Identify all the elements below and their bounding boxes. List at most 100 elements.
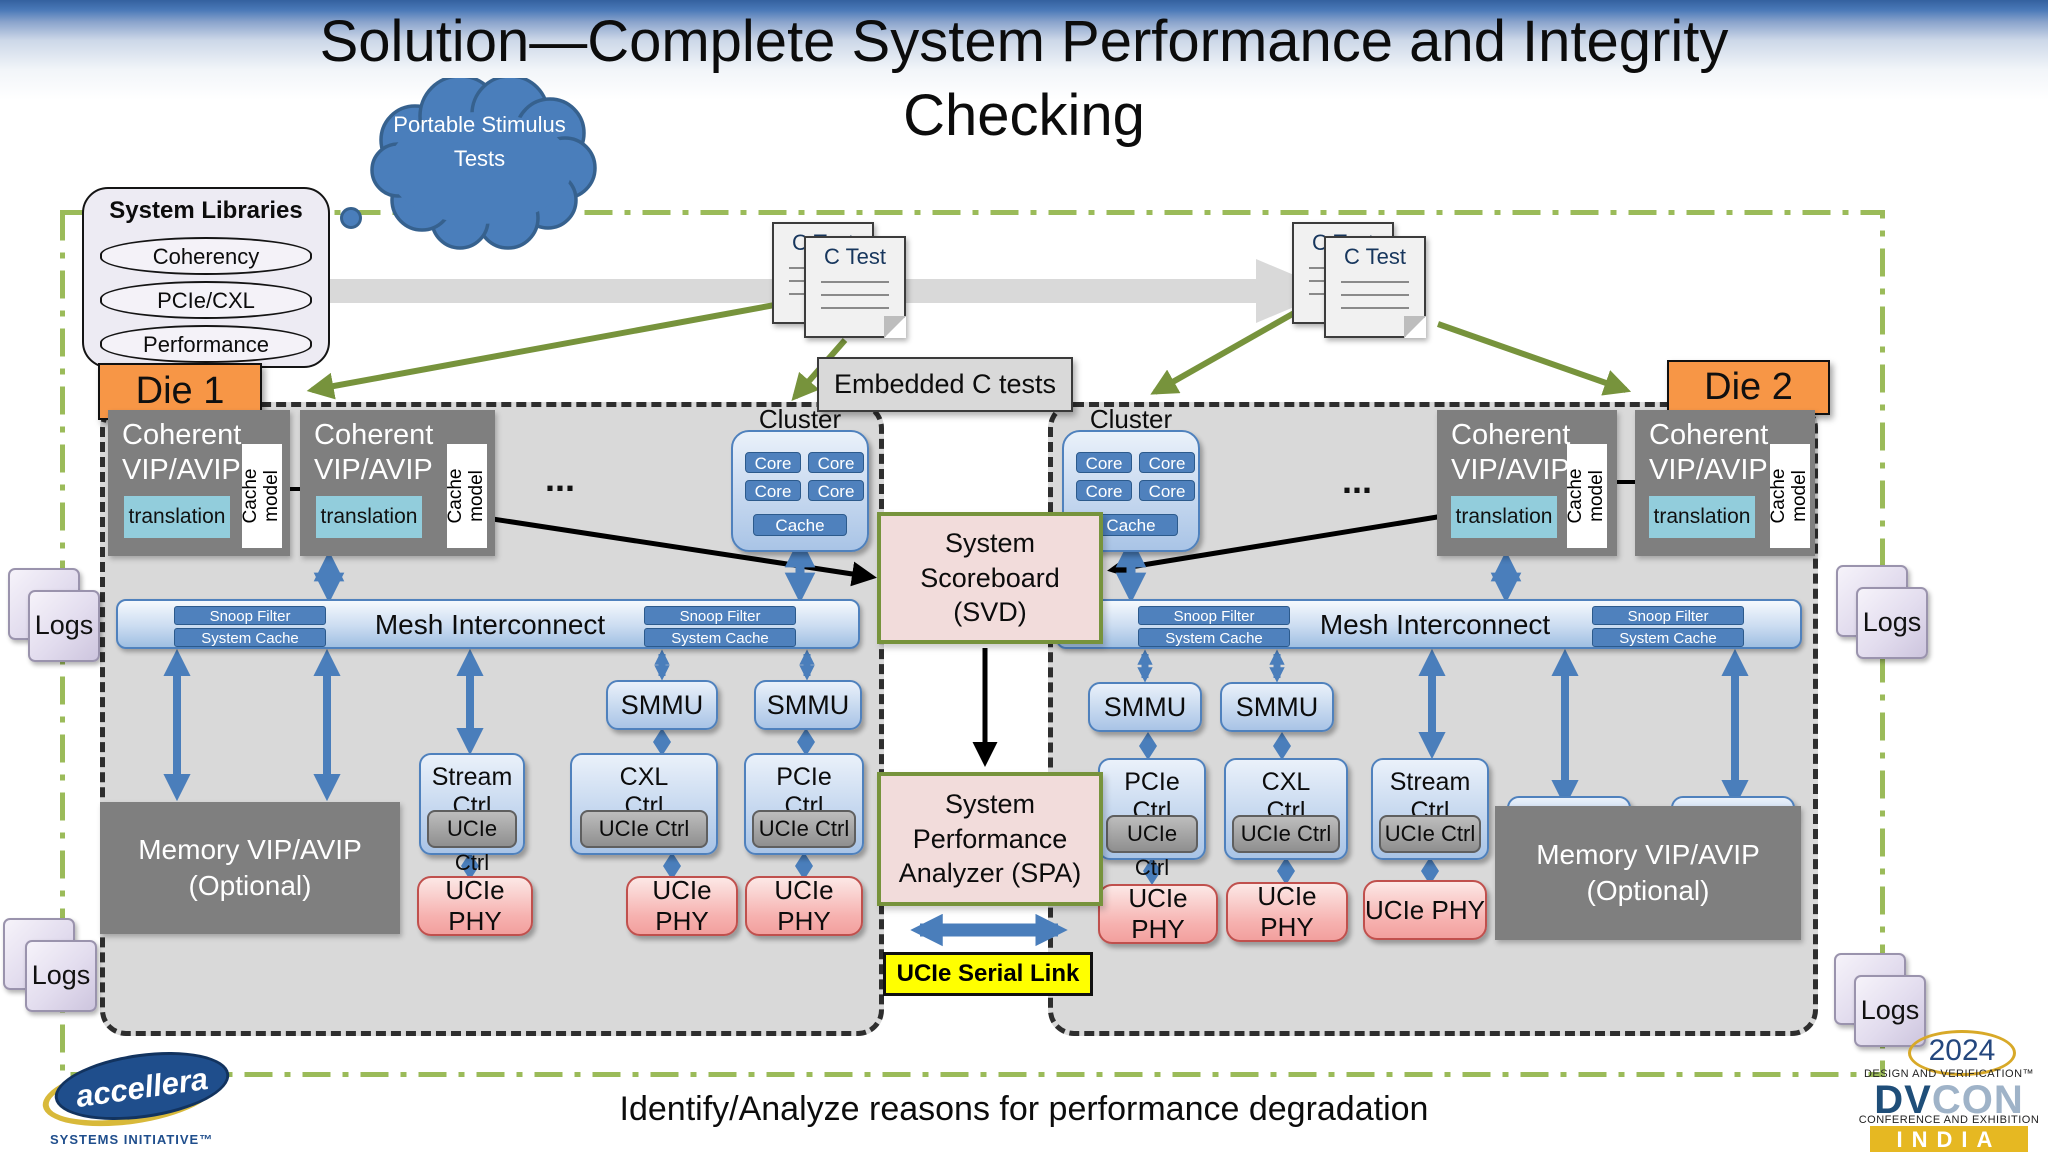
core-block: Core bbox=[1076, 452, 1132, 473]
cache-model-strip bbox=[242, 444, 282, 548]
doc-line bbox=[821, 281, 889, 283]
thought-bubble-icon bbox=[340, 207, 362, 229]
ucie-ctrl-block: UCIe Ctrl bbox=[752, 810, 856, 848]
dog-ear-icon bbox=[884, 316, 906, 338]
connector-diamond bbox=[797, 728, 815, 756]
connector-diamond bbox=[1273, 732, 1291, 760]
core-block: Core bbox=[808, 480, 864, 501]
dvcon-con: CON bbox=[1931, 1078, 2024, 1122]
thought-cloud-icon bbox=[370, 78, 597, 250]
dvcon-wordmark: DVCON bbox=[1858, 1080, 2040, 1120]
memory-vip-block: Memory VIP/AVIP (Optional) bbox=[1495, 806, 1801, 940]
system-cache-block: System Cache bbox=[174, 628, 326, 647]
black-arrow-die2-to-scoreboard bbox=[1107, 507, 1481, 580]
translation-block: translation bbox=[316, 496, 422, 538]
c-test-doc-front: C Test bbox=[804, 236, 906, 338]
green-arrow-to-cluster2 bbox=[1150, 309, 1298, 395]
ucie-phy-block: UCIe PHY bbox=[626, 875, 738, 936]
system-cache-block: System Cache bbox=[1138, 628, 1290, 647]
logs-icon: Logs bbox=[25, 940, 97, 1012]
c-test-doc-title: C Test bbox=[1344, 244, 1406, 269]
connector-diamond bbox=[653, 728, 671, 756]
ucie-ctrl-block: UCIe Ctrl bbox=[1232, 815, 1340, 853]
mesh-interconnect-label: Mesh Interconnect bbox=[374, 609, 606, 640]
connector-diamond bbox=[663, 852, 681, 880]
dvcon-tagline-top: DESIGN AND VERIFICATION™ bbox=[1863, 1068, 2035, 1080]
footer-text: Identify/Analyze reasons for performance… bbox=[619, 1090, 1429, 1128]
system-cache-block: System Cache bbox=[1592, 628, 1744, 647]
dvcon-dv: DV bbox=[1874, 1078, 1932, 1122]
connector-diamond bbox=[1143, 857, 1161, 885]
dvcon-country-banner: INDIA bbox=[1870, 1126, 2028, 1152]
cache-model-label: Cache model bbox=[1768, 468, 1810, 524]
cache-model-strip bbox=[1567, 444, 1607, 548]
cache-model-label: Cache model bbox=[1565, 468, 1607, 524]
ucie-phy-block: UCIe PHY bbox=[417, 875, 533, 936]
system-cache-block: System Cache bbox=[644, 628, 796, 647]
ucie-phy-block: UCIe PHY bbox=[1363, 880, 1487, 940]
green-arrow-to-die2 bbox=[1437, 321, 1632, 396]
translation-block: translation bbox=[124, 496, 230, 538]
connector-diamond bbox=[1277, 857, 1295, 885]
logs-icon: Logs bbox=[28, 590, 100, 662]
dvcon-logo: 2024 DESIGN AND VERIFICATION™ DVCON CONF… bbox=[1858, 1026, 2040, 1152]
system-libraries-title: System Libraries bbox=[109, 197, 303, 224]
page-title-line2: Checking bbox=[903, 83, 1145, 148]
cache-model-strip bbox=[447, 444, 487, 548]
cloud-label: Portable Stimulus Tests bbox=[393, 112, 566, 172]
core-block: Core bbox=[808, 452, 864, 473]
title-gradient-bar bbox=[0, 0, 2048, 110]
accellera-logo: accellera SYSTEMS INITIATIVE™ bbox=[38, 1042, 252, 1148]
doc-line bbox=[1341, 294, 1409, 296]
connector-diamond bbox=[1421, 857, 1439, 885]
dog-ear-icon bbox=[1404, 316, 1426, 338]
cluster-cache-block: Cache bbox=[753, 514, 847, 536]
translation-block: translation bbox=[1649, 496, 1755, 538]
translation-block: translation bbox=[1451, 496, 1557, 538]
core-block: Core bbox=[1139, 452, 1195, 473]
logs-icon: Logs bbox=[1854, 975, 1926, 1047]
ucie-phy-block: UCIe PHY bbox=[745, 875, 863, 936]
core-block: Core bbox=[745, 452, 801, 473]
ucie-serial-link-tag: UCIe Serial Link bbox=[883, 952, 1093, 996]
connector-diamond bbox=[795, 852, 813, 880]
ellipsis-label: ... bbox=[1342, 460, 1373, 501]
die2-tag: Die 2 bbox=[1667, 360, 1830, 415]
green-arrow-to-die1 bbox=[306, 297, 803, 400]
accellera-tagline: SYSTEMS INITIATIVE™ bbox=[50, 1132, 214, 1147]
c-test-doc-title: C Test bbox=[824, 244, 886, 269]
cache-model-strip bbox=[1770, 444, 1810, 548]
connector-diamond bbox=[1139, 732, 1157, 760]
core-block: Core bbox=[745, 480, 801, 501]
cluster-label: Cluster bbox=[1089, 404, 1173, 434]
logs-icon: Logs bbox=[1856, 587, 1928, 659]
smmu-block: SMMU bbox=[606, 680, 718, 730]
cluster-label: Cluster bbox=[758, 404, 842, 434]
ellipsis-label: ... bbox=[545, 458, 576, 499]
smmu-block: SMMU bbox=[1088, 682, 1202, 732]
dvcon-year-ellipse-icon bbox=[1908, 1030, 2016, 1076]
library-cylinder-coherency: Coherency bbox=[100, 237, 312, 275]
ucie-ctrl-block: UCIe Ctrl bbox=[1106, 815, 1198, 880]
memory-vip-block: Memory VIP/AVIP (Optional) bbox=[100, 802, 400, 934]
smmu-block: SMMU bbox=[754, 680, 862, 730]
snoop-filter-block: Snoop Filter bbox=[1138, 606, 1290, 625]
smmu-block: SMMU bbox=[1220, 682, 1334, 732]
ucie-phy-block: UCIe PHY bbox=[1226, 881, 1348, 942]
embedded-c-tests-tag: Embedded C tests bbox=[817, 357, 1073, 412]
mesh-interconnect-label: Mesh Interconnect bbox=[1319, 609, 1551, 640]
snoop-filter-block: Snoop Filter bbox=[1592, 606, 1744, 625]
doc-line bbox=[1341, 307, 1409, 309]
doc-line bbox=[1341, 281, 1409, 283]
doc-line bbox=[821, 307, 889, 309]
snoop-filter-block: Snoop Filter bbox=[644, 606, 796, 625]
ucie-phy-block: UCIe PHY bbox=[1098, 883, 1218, 944]
library-cylinder-performance: Performance bbox=[100, 325, 312, 363]
system-performance-analyzer-block: System Performance Analyzer (SPA) bbox=[877, 772, 1103, 906]
connector-diamond bbox=[461, 852, 479, 880]
core-block: Core bbox=[1076, 480, 1132, 501]
cluster-cache-block: Cache bbox=[1084, 514, 1178, 536]
dvcon-year: 2024 bbox=[1928, 1034, 1996, 1067]
core-block: Core bbox=[1139, 480, 1195, 501]
